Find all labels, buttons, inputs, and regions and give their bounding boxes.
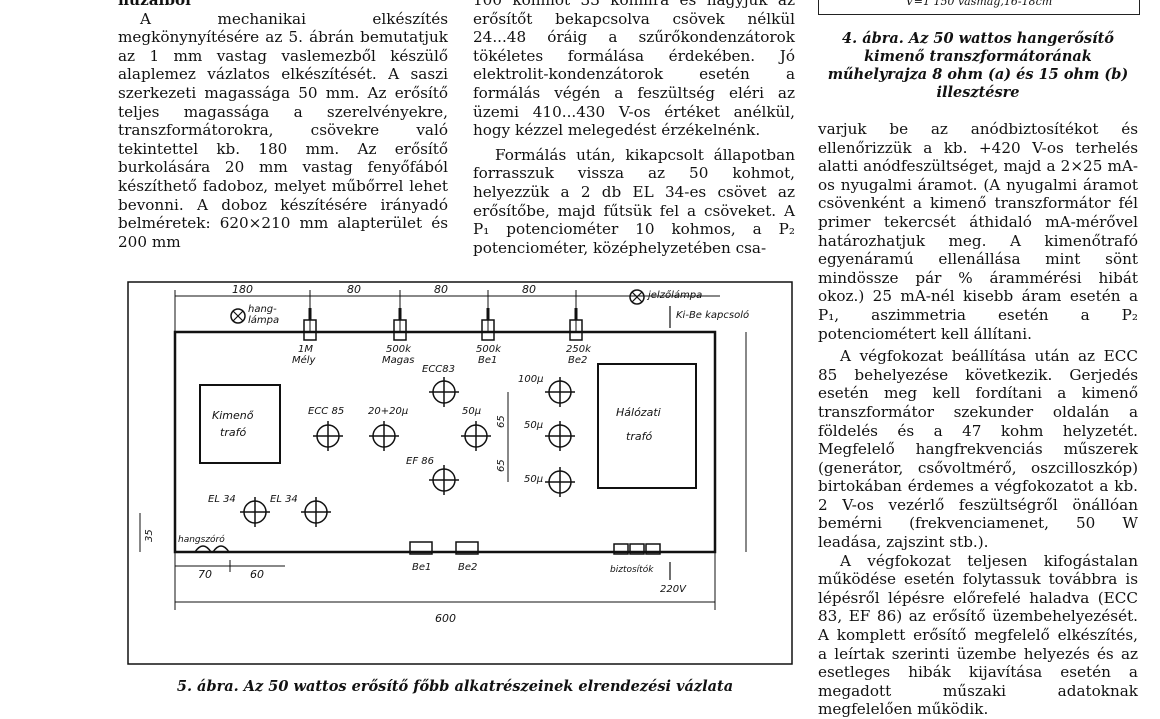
label-pot: 250k — [566, 344, 592, 355]
lamp-symbol-jelzo — [629, 289, 645, 305]
dim-600: 600 — [435, 612, 456, 625]
text-column-2: 100 kohmot 33 kohmra és nagyjük az erősí… — [473, 0, 795, 257]
label-hang: hang- — [248, 304, 277, 315]
switch-be1 — [409, 541, 433, 555]
fuse — [613, 543, 629, 555]
figure-4-box: V=1 150 vasmag,16-18cm — [818, 0, 1140, 15]
label-c50: 50µ — [524, 420, 543, 431]
figure-5-caption: 5. ábra. Az 50 wattos erősítő főbb alkat… — [176, 678, 734, 695]
paragraph: A végfokozat teljesen kifogástalan működ… — [818, 551, 1138, 719]
label-pot: Be1 — [478, 355, 497, 366]
label-hangszoro: hangszóró — [178, 534, 225, 545]
fuse — [629, 543, 645, 555]
dim-35: 35 — [144, 529, 155, 542]
text-column-1: huzalból A mechanikai elkészítés megköny… — [118, 0, 448, 251]
label-c2020: 20+20µ — [368, 406, 408, 417]
label-c100: 100µ — [518, 374, 543, 385]
dim-65: 65 — [496, 415, 507, 428]
paragraph: Formálás után, kikapcsolt állapotban for… — [473, 145, 795, 257]
potentiometer — [481, 308, 495, 341]
label-ecc85: ECC 85 — [308, 406, 344, 417]
label-jelzolampa: jelzőlámpa — [646, 289, 702, 301]
label-220v: 220V — [660, 584, 687, 595]
label-biztositok: biztosítók — [610, 564, 654, 575]
mains-transformer — [597, 363, 697, 489]
label-kimeno: Kimenő — [212, 409, 254, 422]
dim-80: 80 — [522, 283, 536, 296]
label-pot: Be2 — [568, 355, 587, 366]
lamp-symbol-hang — [230, 308, 246, 324]
dim-65: 65 — [496, 459, 507, 472]
label-c50: 50µ — [524, 474, 543, 485]
chassis-plate — [173, 330, 717, 554]
potentiometer — [569, 308, 583, 341]
label-be2: Be2 — [458, 562, 477, 573]
potentiometer — [303, 308, 317, 341]
paragraph: 100 kohmot 33 kohmra és nagyjük az erősí… — [473, 0, 795, 140]
dim-180: 180 — [232, 283, 253, 296]
figure-4-caption: 4. ábra. Az 50 wattos hangerősítő kimenő… — [827, 30, 1129, 101]
dim-70: 70 — [198, 568, 212, 581]
output-transformer — [199, 384, 281, 464]
label-c50: 50µ — [462, 406, 481, 417]
dim-80: 80 — [434, 283, 448, 296]
paragraph: varjuk be az anódbiztosítékot és ellenőr… — [818, 120, 1138, 343]
switch-be2 — [455, 541, 479, 555]
label-halozati: Hálózati — [616, 406, 661, 419]
potentiometer — [393, 308, 407, 341]
label-be1: Be1 — [412, 562, 431, 573]
label-lampa: lámpa — [248, 314, 279, 326]
figure-5-diagram: 180 80 80 80 hang- lámpa jelzőlámpa Ki-B… — [127, 281, 793, 665]
figure-4-box-text: V=1 150 vasmag,16-18cm — [905, 0, 1053, 8]
dim-80: 80 — [347, 283, 361, 296]
label-ecc83: ECC83 — [422, 364, 455, 375]
speaker-connector — [194, 545, 230, 553]
label-trafo: trafó — [626, 430, 652, 443]
fuse — [645, 543, 661, 555]
paragraph: huzalból — [118, 0, 191, 9]
tube-sockets — [240, 377, 575, 527]
label-el34: EL 34 — [270, 494, 298, 505]
label-ef86: EF 86 — [406, 456, 434, 467]
label-pot: Magas — [382, 355, 414, 366]
label-pot: 500k — [476, 344, 502, 355]
label-trafo: trafó — [220, 426, 246, 439]
paragraph: A mechanikai elkészítés megkönynyítésére… — [118, 9, 448, 251]
paragraph: A végfokozat beállítása után az ECC 85 b… — [818, 347, 1138, 552]
label-pot: 500k — [386, 344, 412, 355]
text-column-3: varjuk be az anódbiztosítékot és ellenőr… — [818, 120, 1138, 719]
label-el34: EL 34 — [208, 494, 236, 505]
dim-60: 60 — [250, 568, 264, 581]
label-pot: Mély — [292, 354, 317, 366]
label-pot: 1M — [298, 344, 313, 355]
label-kibe-kapcsolo: Ki-Be kapcsoló — [676, 309, 749, 321]
drawing-border — [127, 281, 793, 665]
